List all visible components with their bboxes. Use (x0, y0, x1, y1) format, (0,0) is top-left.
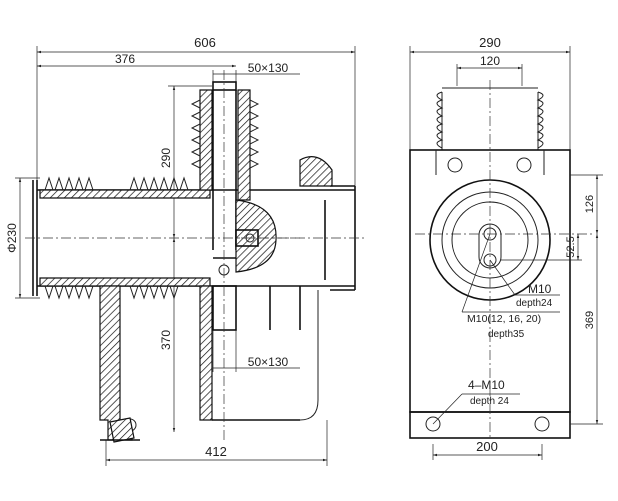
dim-base-width: 412 (105, 420, 328, 466)
lower-right-bolt (534, 416, 550, 432)
dim-bolt-spacing: 200 (432, 439, 543, 460)
dim-top-width: 120 (456, 54, 523, 86)
lower-left-bolt (425, 416, 441, 432)
dim-upper-height: 126 (570, 174, 603, 234)
upper-column (190, 81, 260, 250)
dim-offset: 52.5 (500, 234, 582, 261)
upper-right-bolt (516, 157, 532, 173)
note-m10-multi: M10(12, 16, 20) depth35 (461, 233, 560, 340)
note-m10-label: M10 (528, 282, 552, 296)
dim-flange-bottom: 50×130 (212, 330, 300, 372)
dim-126-label: 126 (584, 195, 596, 213)
dim-flange-top-label: 50×130 (248, 61, 289, 75)
dim-front-width: 290 (409, 35, 571, 150)
dim-flange-top: 50×130 (212, 61, 300, 90)
right-flange (299, 156, 333, 280)
note-four-m10: 4–M10 depth 24 (432, 378, 520, 425)
dim-overall-width: 606 (36, 35, 356, 192)
contact-dome (235, 199, 300, 273)
dim-52-label: 52.5 (565, 236, 577, 257)
note-depth24-bottom-label: depth 24 (470, 396, 509, 407)
dim-370-label: 370 (159, 330, 173, 350)
dim-lower-height: 369 (570, 234, 603, 425)
note-depth35-label: depth35 (488, 329, 525, 340)
dim-top-height: 290 (159, 85, 212, 238)
dim-369-label: 369 (584, 311, 596, 329)
dim-290-left-label: 290 (159, 148, 173, 168)
note-depth24-label: depth24 (516, 298, 553, 309)
dim-diameter: Φ230 (5, 177, 40, 299)
lower-flange (212, 257, 237, 331)
lower-body (99, 285, 319, 443)
horizontal-tube (32, 180, 356, 296)
note-m10-multi-label: M10(12, 16, 20) (467, 313, 541, 325)
upper-sheds (44, 176, 189, 300)
dim-412-label: 412 (205, 444, 227, 459)
dim-200-label: 200 (476, 439, 498, 454)
dim-606-label: 606 (194, 35, 216, 50)
side-view: 606 376 50×130 290 Φ230 (5, 35, 365, 466)
dim-to-axis: 376 (37, 52, 236, 68)
upper-left-bolt (447, 157, 463, 173)
note-four-m10-label: 4–M10 (468, 378, 505, 392)
dim-bottom-height: 370 (159, 238, 176, 432)
dim-376-label: 376 (115, 52, 135, 66)
dim-diameter-label: Φ230 (5, 223, 19, 253)
dim-120-label: 120 (480, 54, 500, 68)
note-m10: M10 depth24 (489, 259, 560, 309)
front-view: 290 120 (409, 35, 603, 460)
dim-290-front-label: 290 (479, 35, 501, 50)
dim-flange-bottom-label: 50×130 (248, 355, 289, 369)
